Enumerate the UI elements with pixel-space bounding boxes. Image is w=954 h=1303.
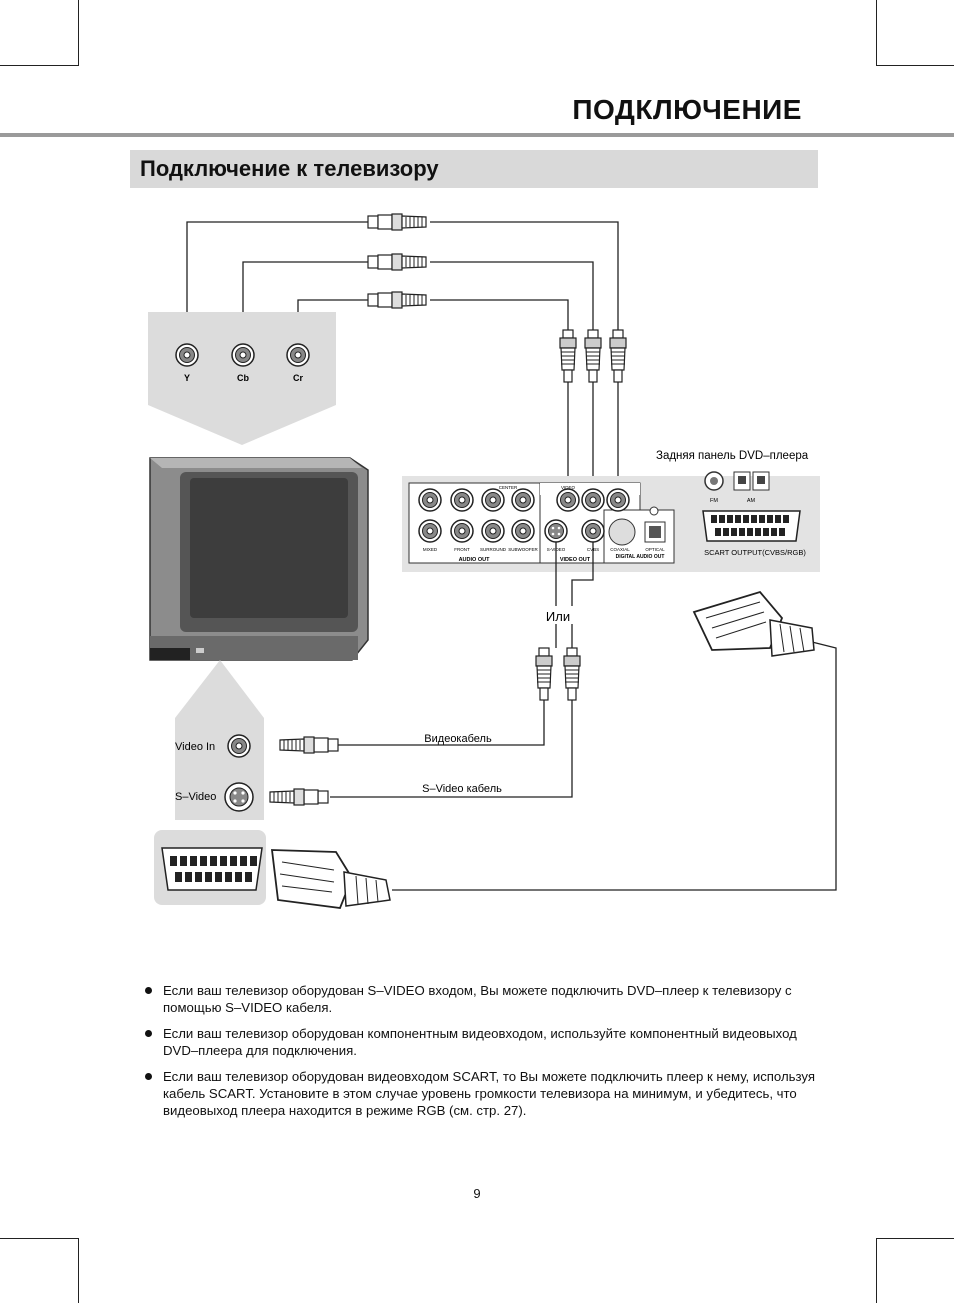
panel-fm: FM: [710, 498, 718, 504]
panel-scart-output: SCART OUTPUT(CVBS/RGB): [704, 548, 806, 557]
page-title: ПОДКЛЮЧЕНИЕ: [572, 94, 802, 125]
section-title: Подключение к телевизору: [140, 156, 439, 181]
panel-am: AM: [747, 498, 756, 504]
section-header: Подключение к телевизору: [130, 150, 818, 188]
audio-jack-icon: [450, 488, 474, 512]
jack-y-icon: [175, 343, 199, 367]
video-in-label: Video In: [175, 741, 215, 753]
scart-plug-icon: [692, 590, 815, 657]
panel-subwoofer: SUBWOOFER: [508, 547, 538, 552]
s-video-jack-icon: [544, 519, 568, 543]
panel-video: VIDEO: [561, 485, 576, 490]
rear-panel-label: Задняя панель DVD–плеера: [656, 450, 809, 462]
crop-mark: [0, 1238, 79, 1239]
header-rule: [0, 133, 954, 137]
crop-mark: [78, 1238, 79, 1303]
crop-mark: [876, 65, 954, 66]
video-jack-icon: [581, 488, 605, 512]
rca-plug-icon: [609, 329, 627, 383]
cvbs-jack-icon: [581, 519, 605, 543]
page-number: 9: [473, 1186, 481, 1201]
panel-mixed: MIXED: [423, 547, 438, 552]
component-cables: [186, 221, 619, 345]
component-input-callout: [148, 312, 336, 445]
audio-jack-icon: [511, 519, 535, 543]
note-item: Если ваш телевизор оборудован компонентн…: [145, 1025, 825, 1059]
video-in-jack-icon: [227, 734, 251, 758]
crop-mark: [0, 65, 79, 66]
video-jack-icon: [606, 488, 630, 512]
audio-jack-icon: [481, 488, 505, 512]
panel-audio-out: AUDIO OUT: [459, 557, 491, 563]
label-cr: Cr: [293, 373, 303, 383]
panel-surround: SURROUND: [480, 547, 507, 552]
video-cable-label: Видеокабель: [424, 733, 492, 745]
rca-plug-icon: [279, 736, 339, 754]
note-item: Если ваш телевизор оборудован S–VIDEO вх…: [145, 982, 825, 1016]
video-jack-icon: [556, 488, 580, 512]
jack-cb-icon: [231, 343, 255, 367]
rca-plug-icon: [367, 253, 427, 271]
tv-scart-port-icon: [161, 847, 263, 891]
rca-plug-icon: [559, 329, 577, 383]
panel-optical: OPTICAL: [645, 547, 665, 552]
crop-mark: [78, 0, 79, 66]
label-cb: Cb: [237, 373, 249, 383]
label-y: Y: [184, 373, 190, 383]
audio-jack-icon: [481, 519, 505, 543]
panel-video-out: VIDEO OUT: [560, 557, 591, 563]
s-video-plug-icon: [269, 788, 329, 806]
or-label: Или: [546, 609, 570, 624]
panel-center: CENTER: [499, 485, 518, 490]
rca-plug-icon: [367, 291, 427, 309]
panel-coaxial: COAXIAL: [610, 547, 630, 552]
audio-jack-icon: [418, 519, 442, 543]
s-video-label: S–Video: [175, 791, 216, 803]
crop-mark: [876, 0, 877, 66]
s-video-plug-icon: [563, 647, 581, 701]
rca-plug-icon: [535, 647, 553, 701]
television-icon: [149, 457, 369, 661]
tv-input-callout: [175, 660, 264, 820]
note-item: Если ваш телевизор оборудован видеовходо…: [145, 1068, 825, 1119]
rca-plug-icon: [584, 329, 602, 383]
audio-jack-icon: [418, 488, 442, 512]
audio-jack-icon: [450, 519, 474, 543]
rca-plug-icon: [367, 213, 427, 231]
scart-plug-icon: [270, 849, 391, 909]
crop-mark: [876, 1238, 877, 1303]
jack-cr-icon: [286, 343, 310, 367]
crop-mark: [876, 1238, 954, 1239]
s-video-cable-label: S–Video кабель: [422, 783, 502, 795]
coaxial-jack-icon: [608, 518, 636, 546]
panel-digital-audio-out: DIGITAL AUDIO OUT: [616, 554, 665, 560]
notes-list: Если ваш телевизор оборудован S–VIDEO вх…: [145, 982, 825, 1128]
tv-s-video-jack-icon: [224, 782, 254, 812]
audio-jack-icon: [511, 488, 535, 512]
panel-front: FRONT: [454, 547, 470, 552]
